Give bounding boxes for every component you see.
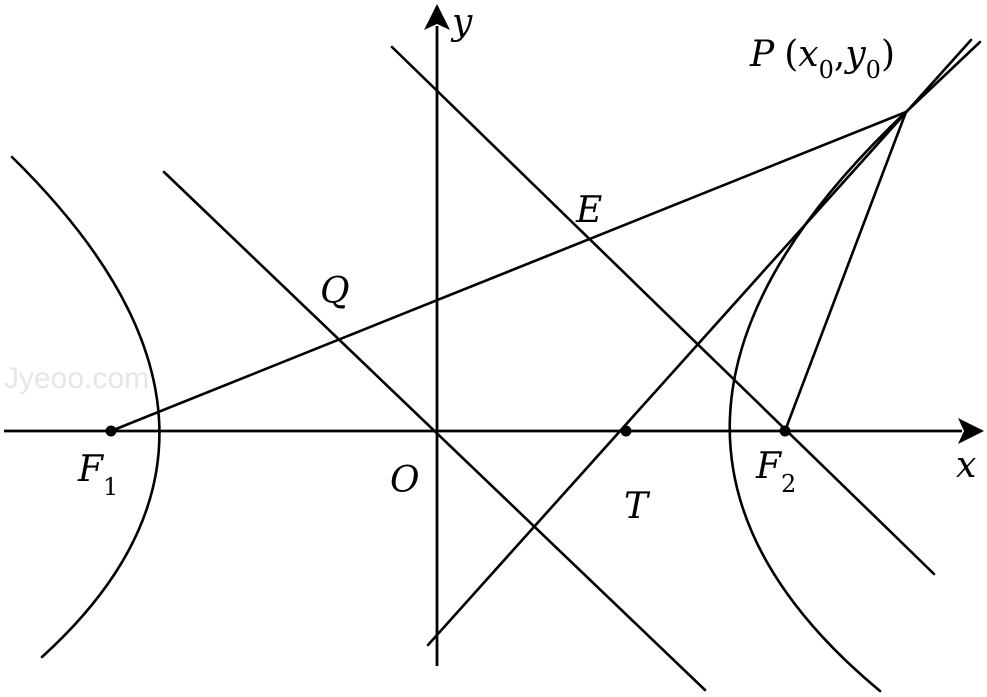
label-x-axis: x — [956, 445, 976, 486]
line-f1-p — [109, 110, 908, 433]
label-y-axis: y — [450, 2, 473, 43]
point-f2 — [779, 425, 791, 437]
label-origin: O — [390, 460, 420, 501]
line-through-origin — [162, 170, 707, 692]
point-f1 — [105, 425, 117, 437]
label-q: Q — [320, 271, 350, 312]
tangent-line-through-t — [426, 38, 973, 647]
label-e: E — [575, 190, 602, 231]
label-t: T — [624, 486, 651, 527]
label-f2: F2 — [755, 446, 796, 498]
hyperbola-left-branch — [10, 155, 161, 659]
watermark: Jyeoo.com — [4, 362, 149, 395]
line-through-e-f2 — [390, 45, 936, 576]
point-t — [620, 425, 632, 437]
segment-p-f2 — [783, 110, 908, 433]
label-p-coordinates: P (x0,y0) — [749, 34, 895, 84]
asymptote-line-upper — [904, 40, 982, 114]
hyperbola-right-branch — [728, 110, 908, 693]
label-f1: F1 — [77, 449, 118, 501]
y-axis-arrow-icon — [424, 4, 450, 30]
x-axis-arrow-icon — [958, 418, 984, 444]
